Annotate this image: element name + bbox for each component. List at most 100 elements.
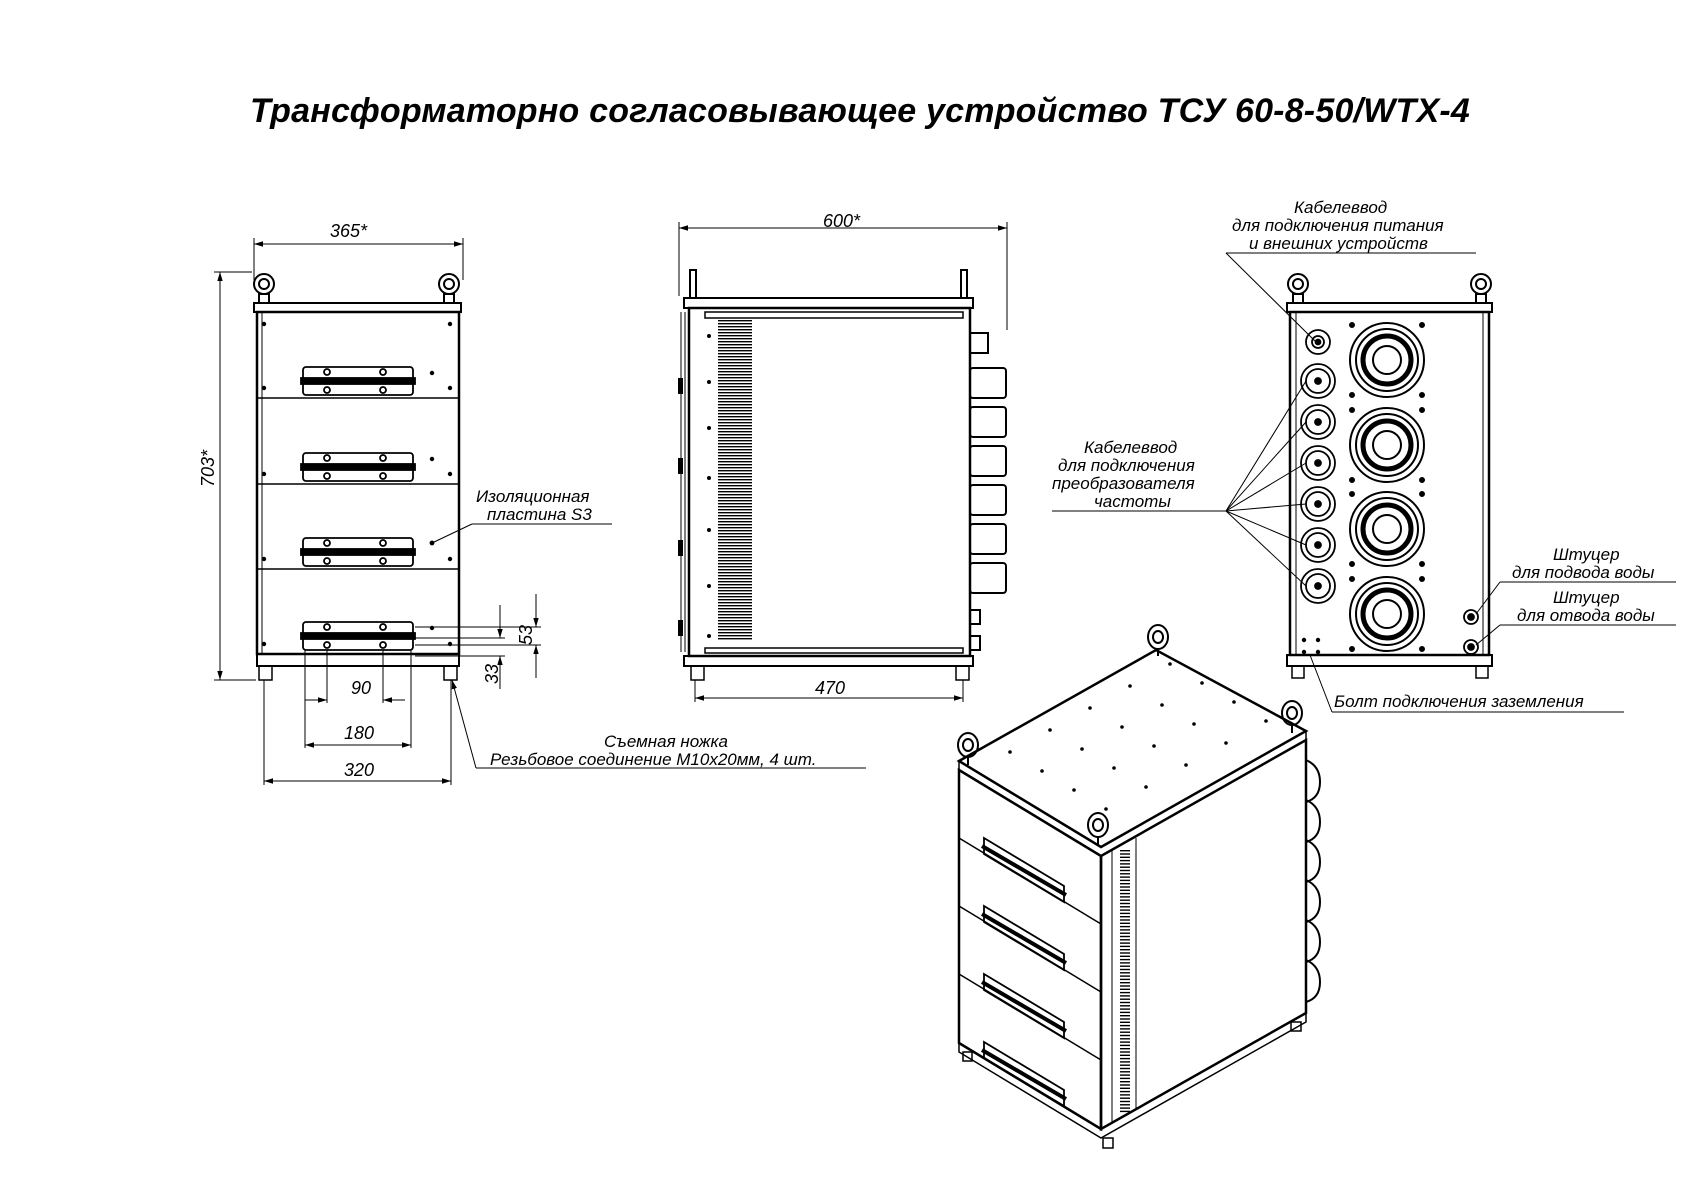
vent-slot xyxy=(718,614,752,616)
isometric-view xyxy=(956,624,1322,1149)
side-cable-glands xyxy=(969,332,1007,651)
rear-cable-glands xyxy=(1300,329,1336,604)
iso-vent-slot xyxy=(1120,1054,1130,1056)
iso-vent-slot xyxy=(1120,1077,1130,1080)
iso-vent-slot xyxy=(1120,879,1130,882)
iso-handle xyxy=(980,836,1068,904)
iso-vent-slot xyxy=(1120,1031,1130,1033)
dim-320: 320 xyxy=(344,760,374,780)
vent-slot xyxy=(718,467,752,469)
vent-slot xyxy=(718,485,752,487)
vent-slot xyxy=(718,488,752,490)
rear-eye-bolt-left xyxy=(1287,273,1309,304)
vent-slot xyxy=(718,590,752,592)
vent-slot xyxy=(718,533,752,535)
vent-slot xyxy=(718,635,752,637)
vent-slot xyxy=(718,377,752,379)
eye-bolt-right xyxy=(438,273,460,304)
iso-vent-slot xyxy=(1120,978,1130,981)
iso-vent-slot xyxy=(1120,892,1130,895)
vent-slot xyxy=(718,353,752,355)
vent-slot xyxy=(718,350,752,352)
iso-vent-slot xyxy=(1120,906,1130,908)
iso-vent-slot xyxy=(1120,1008,1130,1010)
vent-slot xyxy=(718,347,752,349)
drawing-title: Трансформаторно согласовывающее устройст… xyxy=(250,92,1470,130)
iso-vent-slot xyxy=(1120,883,1130,885)
iso-vent-slot xyxy=(1120,1048,1130,1050)
vent-slot xyxy=(718,335,752,337)
vent-slot xyxy=(718,470,752,472)
top-hole xyxy=(1264,719,1268,723)
vent-slot xyxy=(718,401,752,403)
vent-slot xyxy=(718,581,752,583)
vent-slot xyxy=(718,458,752,460)
top-hole xyxy=(1120,725,1124,729)
iso-vent-slot xyxy=(1120,935,1130,938)
vent-slot xyxy=(718,602,752,604)
vent-slot xyxy=(718,578,752,580)
vent-slot xyxy=(718,632,752,634)
iso-vent-slot xyxy=(1120,853,1130,855)
iso-side-glands xyxy=(1305,759,1322,1003)
iso-vent-slot xyxy=(1120,1034,1130,1037)
top-hole xyxy=(1232,700,1236,704)
vent-slot xyxy=(718,437,752,439)
vent-slot xyxy=(718,518,752,520)
vent-slot xyxy=(718,473,752,475)
vent-slot xyxy=(718,626,752,628)
iso-vent-slot xyxy=(1120,952,1130,954)
label-cable-conv-2: для подключения xyxy=(1058,456,1195,475)
iso-vent-slot xyxy=(1120,876,1130,878)
iso-vent-slot xyxy=(1120,1087,1130,1089)
vent-slot xyxy=(718,332,752,334)
top-hole xyxy=(1104,807,1108,811)
fan xyxy=(1349,407,1425,483)
iso-vent-slot xyxy=(1120,866,1130,868)
label-foot-2: Резьбовое соединение М10х20мм, 4 шт. xyxy=(490,750,817,769)
vent-slot xyxy=(718,398,752,400)
fan xyxy=(1349,491,1425,567)
door-hinges xyxy=(678,378,683,636)
vent-slot xyxy=(718,512,752,514)
foot-right xyxy=(443,665,458,681)
vent-slot xyxy=(718,431,752,433)
vent-slot xyxy=(718,491,752,493)
vent-slot xyxy=(718,629,752,631)
iso-vent-slot xyxy=(1120,1051,1130,1053)
iso-eye-bolts xyxy=(957,624,1303,845)
vent-slot xyxy=(718,380,752,382)
iso-vent-slot xyxy=(1120,912,1130,915)
vent-slot xyxy=(718,560,752,562)
iso-ventilation xyxy=(1120,850,1130,1113)
vent-slot xyxy=(718,410,752,412)
iso-vent-slot xyxy=(1120,1064,1130,1066)
vent-slot xyxy=(718,500,752,502)
vent-slot xyxy=(718,365,752,367)
top-hole xyxy=(1144,785,1148,789)
iso-vent-slot xyxy=(1120,1011,1130,1014)
top-hole xyxy=(1168,662,1172,666)
iso-vent-slot xyxy=(1120,1021,1130,1023)
iso-vent-slot xyxy=(1120,985,1130,987)
cabinet-body xyxy=(255,310,461,656)
iso-vent-slot xyxy=(1120,1094,1130,1096)
iso-vent-slot xyxy=(1120,1057,1130,1060)
iso-vent-slot xyxy=(1120,982,1130,984)
top-hole xyxy=(1072,788,1076,792)
top-hole xyxy=(1080,747,1084,751)
top-hole xyxy=(1088,706,1092,710)
iso-top-holes xyxy=(1008,662,1268,811)
vent-slot xyxy=(718,404,752,406)
iso-vent-slot xyxy=(1120,1028,1130,1030)
drawer-handle-1 xyxy=(300,366,416,396)
dim-53: 53 xyxy=(516,625,536,645)
vent-slot xyxy=(718,542,752,544)
iso-vent-slot xyxy=(1120,958,1130,961)
vent-slot xyxy=(718,623,752,625)
vent-slot xyxy=(718,494,752,496)
iso-vent-slot xyxy=(1120,1067,1130,1070)
vent-slot xyxy=(718,476,752,478)
iso-vent-slot xyxy=(1120,909,1130,911)
